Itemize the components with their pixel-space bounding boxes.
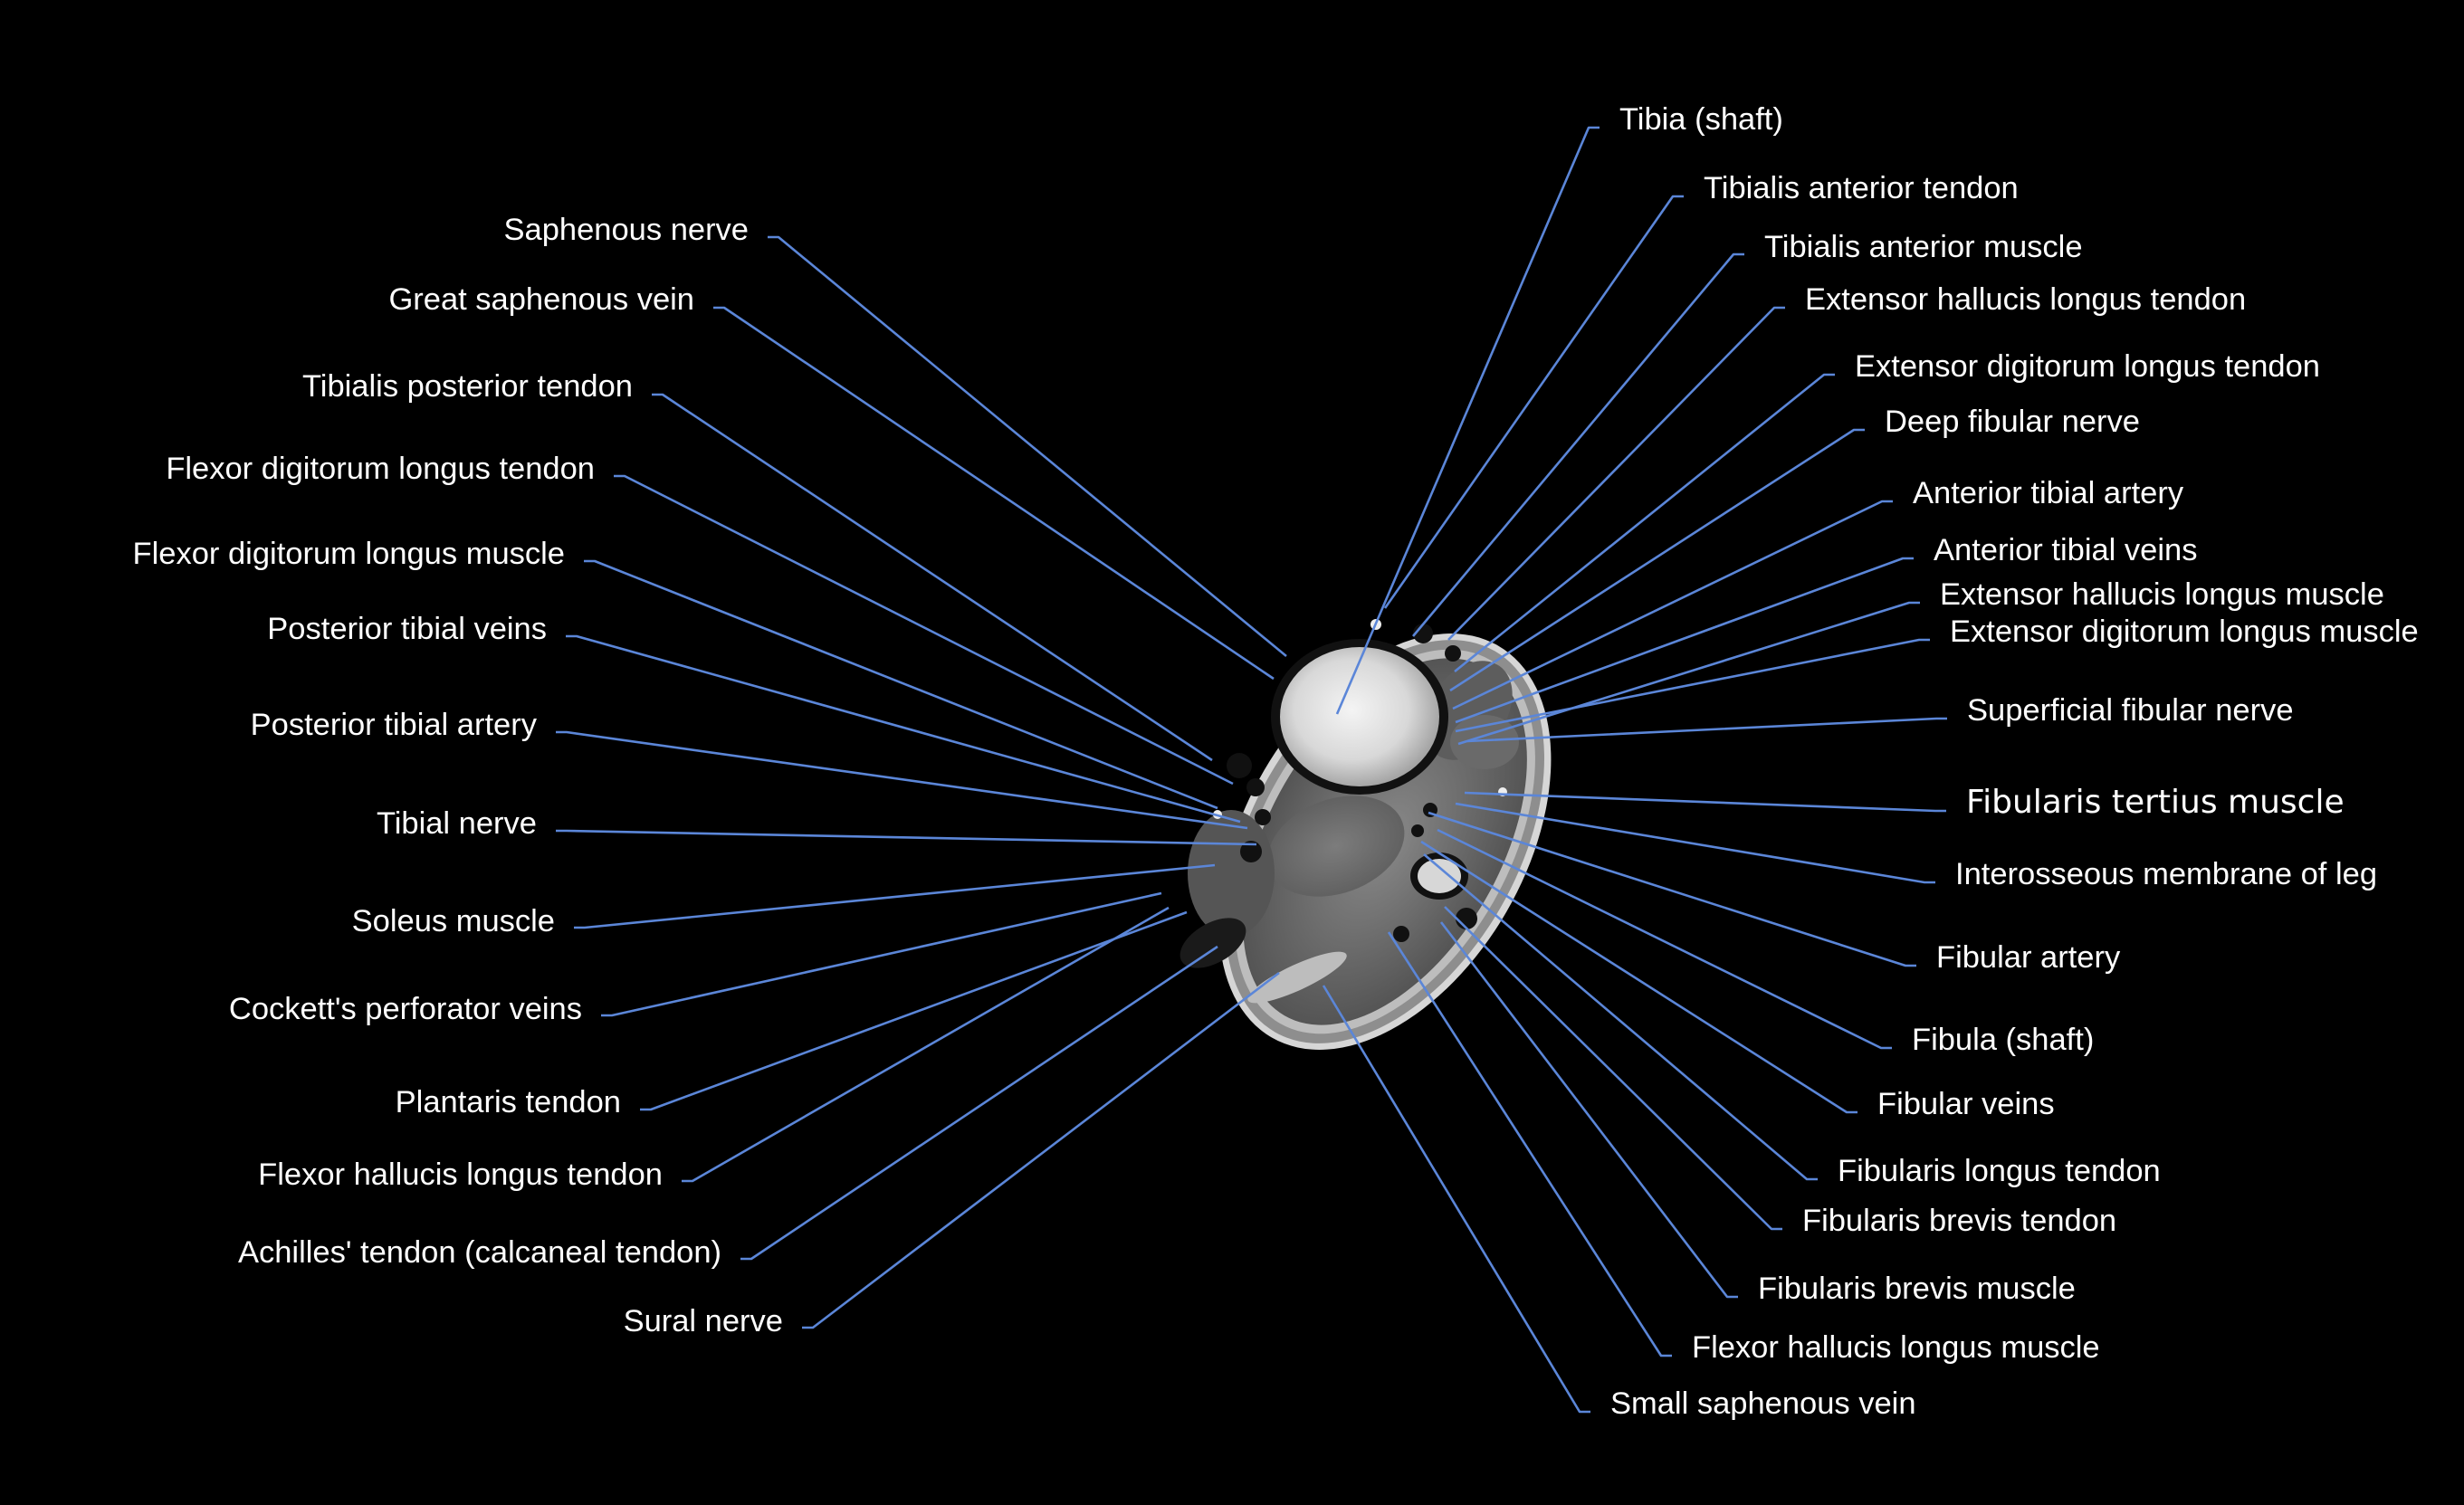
plantaris-tendon-leader-line [640, 910, 1188, 1111]
tibialis-posterior-tendon-label: Tibialis posterior tendon [302, 369, 633, 404]
saphenous-nerve-label: Saphenous nerve [504, 213, 749, 247]
superficial-fibular-nerve-label: Superficial fibular nerve [1967, 693, 2294, 728]
extensor-digitorum-longus-tendon-label: Extensor digitorum longus tendon [1855, 349, 2320, 384]
sural-nerve-leader-line [802, 971, 1280, 1329]
posterior-tibial-veins-leader-line [566, 634, 1241, 824]
cockett-s-perforator-veins-label: Cockett's perforator veins [229, 992, 582, 1026]
tibia-shaft-label: Tibia (shaft) [1619, 102, 1783, 137]
saphenous-nerve-leader-line [768, 235, 1287, 658]
fibularis-brevis-tendon-label: Fibularis brevis tendon [1802, 1204, 2116, 1238]
deep-fibular-nerve-leader-line [1449, 428, 1865, 692]
flexor-hallucis-longus-tendon-leader-line [682, 906, 1170, 1183]
tibia-shaft-leader-line [1335, 126, 1600, 715]
fibular-artery-label: Fibular artery [1936, 940, 2121, 975]
interosseous-membrane-of-leg-label: Interosseous membrane of leg [1955, 857, 2377, 891]
tibialis-anterior-muscle-label: Tibialis anterior muscle [1764, 230, 2083, 264]
flexor-digitorum-longus-tendon-label: Flexor digitorum longus tendon [166, 452, 595, 486]
cockett-s-perforator-veins-leader-line [601, 891, 1162, 1017]
fibula-shaft-label: Fibula (shaft) [1912, 1023, 2094, 1057]
interosseous-membrane-of-leg-leader-line [1455, 802, 1935, 884]
extensor-digitorum-longus-muscle-label: Extensor digitorum longus muscle [1950, 614, 2419, 649]
achilles-tendon-calcaneal-tendon-leader-line [740, 945, 1218, 1261]
tibial-nerve-leader-line [556, 829, 1257, 846]
tibialis-anterior-tendon-leader-line [1383, 195, 1684, 609]
tibialis-anterior-tendon-label: Tibialis anterior tendon [1704, 171, 2019, 205]
extensor-digitorum-longus-tendon-leader-line [1454, 373, 1835, 673]
plantaris-tendon-label: Plantaris tendon [396, 1085, 621, 1119]
fibular-veins-label: Fibular veins [1877, 1087, 2055, 1121]
flexor-digitorum-longus-muscle-leader-line [584, 559, 1218, 810]
soleus-muscle-label: Soleus muscle [352, 904, 555, 938]
flexor-hallucis-longus-tendon-label: Flexor hallucis longus tendon [258, 1157, 663, 1192]
extensor-hallucis-longus-tendon-leader-line [1447, 306, 1785, 641]
sural-nerve-label: Sural nerve [624, 1304, 783, 1338]
fibularis-tertius-muscle-label: Fibularis tertius muscle [1966, 784, 2345, 821]
great-saphenous-vein-leader-line [713, 306, 1275, 681]
fibularis-brevis-muscle-leader-line [1439, 921, 1738, 1299]
fibular-artery-leader-line [1428, 811, 1916, 967]
achilles-tendon-calcaneal-tendon-label: Achilles' tendon (calcaneal tendon) [238, 1235, 721, 1270]
small-saphenous-vein-label: Small saphenous vein [1610, 1386, 1916, 1421]
tibialis-posterior-tendon-leader-line [652, 393, 1213, 762]
tibialis-anterior-muscle-leader-line [1412, 252, 1744, 637]
flexor-digitorum-longus-tendon-leader-line [614, 474, 1234, 786]
soleus-muscle-leader-line [574, 863, 1216, 929]
mri-slice-image [1179, 619, 1552, 1050]
posterior-tibial-artery-leader-line [556, 730, 1248, 830]
fibularis-longus-tendon-leader-line [1423, 853, 1818, 1181]
fibularis-tertius-muscle-leader-line [1464, 791, 1946, 813]
fibula-shaft-leader-line [1437, 828, 1892, 1050]
flexor-hallucis-longus-muscle-label: Flexor hallucis longus muscle [1692, 1330, 2100, 1365]
anterior-tibial-artery-leader-line [1452, 500, 1893, 710]
flexor-hallucis-longus-muscle-leader-line [1387, 931, 1672, 1357]
great-saphenous-vein-label: Great saphenous vein [388, 282, 694, 317]
deep-fibular-nerve-label: Deep fibular nerve [1885, 405, 2140, 439]
flexor-digitorum-longus-muscle-label: Flexor digitorum longus muscle [133, 537, 565, 571]
posterior-tibial-artery-label: Posterior tibial artery [251, 708, 538, 742]
extensor-hallucis-longus-muscle-label: Extensor hallucis longus muscle [1940, 577, 2384, 612]
fibularis-brevis-muscle-label: Fibularis brevis muscle [1758, 1272, 2076, 1306]
extensor-hallucis-longus-tendon-label: Extensor hallucis longus tendon [1805, 282, 2246, 317]
extensor-hallucis-longus-muscle-leader-line [1457, 601, 1920, 746]
anterior-tibial-veins-label: Anterior tibial veins [1934, 533, 2197, 567]
anterior-tibial-artery-label: Anterior tibial artery [1913, 476, 2184, 510]
tibial-nerve-label: Tibial nerve [377, 806, 537, 841]
leader-lines [556, 126, 1947, 1414]
anterior-tibial-veins-leader-line [1455, 557, 1914, 724]
posterior-tibial-veins-label: Posterior tibial veins [267, 612, 547, 646]
fibular-veins-leader-line [1420, 840, 1858, 1114]
superficial-fibular-nerve-leader-line [1466, 717, 1947, 743]
fibularis-brevis-tendon-leader-line [1444, 906, 1782, 1231]
fibularis-longus-tendon-label: Fibularis longus tendon [1838, 1154, 2161, 1188]
small-saphenous-vein-leader-line [1322, 985, 1590, 1414]
extensor-digitorum-longus-muscle-leader-line [1455, 638, 1930, 733]
